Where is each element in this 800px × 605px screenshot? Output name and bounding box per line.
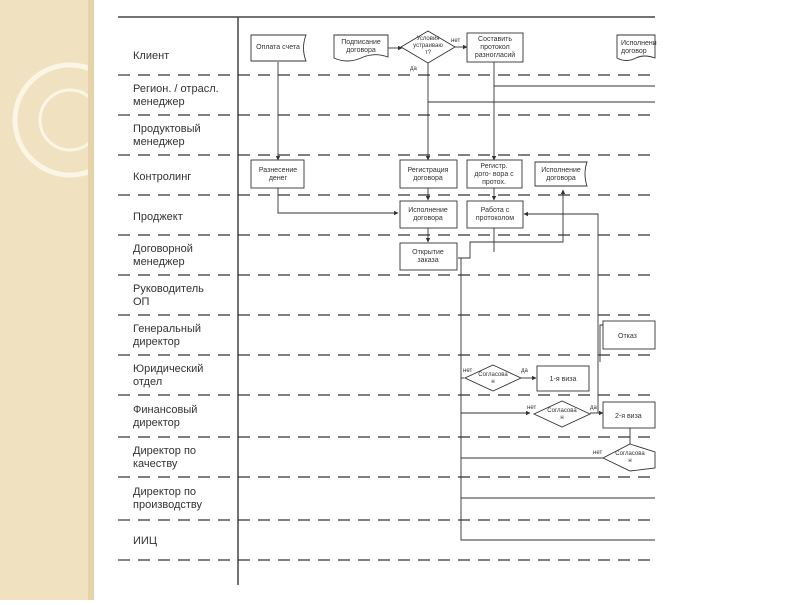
lane-labels: Клиент Регион. / отрасл.менеджер Продукт… bbox=[133, 50, 219, 547]
connectors bbox=[275, 44, 655, 541]
lane-label-4: Проджект bbox=[133, 211, 183, 223]
node-visa1: 1-я виза bbox=[536, 365, 590, 392]
lane-label-3: Контролинг bbox=[133, 171, 191, 183]
lane-label-0: Клиент bbox=[133, 50, 169, 62]
sidebar-divider bbox=[88, 0, 94, 600]
svg-text:1-я виза: 1-я виза bbox=[550, 376, 577, 383]
edge-label-yes-1: да bbox=[410, 66, 418, 72]
slide: Клиент Регион. / отрасл.менеджер Продукт… bbox=[94, 0, 800, 600]
svg-text:2-я виза: 2-я виза bbox=[615, 413, 642, 420]
lane-separators bbox=[118, 74, 655, 561]
connector-distribution-execution bbox=[277, 188, 399, 216]
connector-open-order-exec bbox=[458, 215, 564, 259]
edge-label-no-4: нет bbox=[593, 450, 602, 456]
node-visa2: 2-я виза bbox=[602, 401, 656, 429]
decorative-circles bbox=[12, 62, 128, 178]
svg-text:Оплата счета: Оплата счета bbox=[256, 44, 300, 51]
edge-label-yes-2: да bbox=[521, 368, 529, 374]
node-refusal: Отказ bbox=[602, 320, 656, 350]
connector-fin-back bbox=[523, 211, 599, 413]
lane-label-12: ИИЦ bbox=[133, 535, 157, 547]
svg-text:Отказ: Отказ bbox=[618, 333, 637, 340]
edge-label-yes-3: да bbox=[590, 405, 598, 411]
decorative-sidebar bbox=[0, 0, 128, 600]
node-payment: Оплата счета bbox=[250, 34, 307, 62]
lane-label-1: Регион. / отрасл.менеджер bbox=[133, 83, 219, 108]
edge-label-no-1: нет bbox=[451, 38, 460, 44]
edge-label-no-3: нет bbox=[527, 405, 536, 411]
edge-label-no-2: нет bbox=[463, 368, 472, 374]
process-diagram: Клиент Регион. / отрасл.менеджер Продукт… bbox=[118, 16, 657, 585]
